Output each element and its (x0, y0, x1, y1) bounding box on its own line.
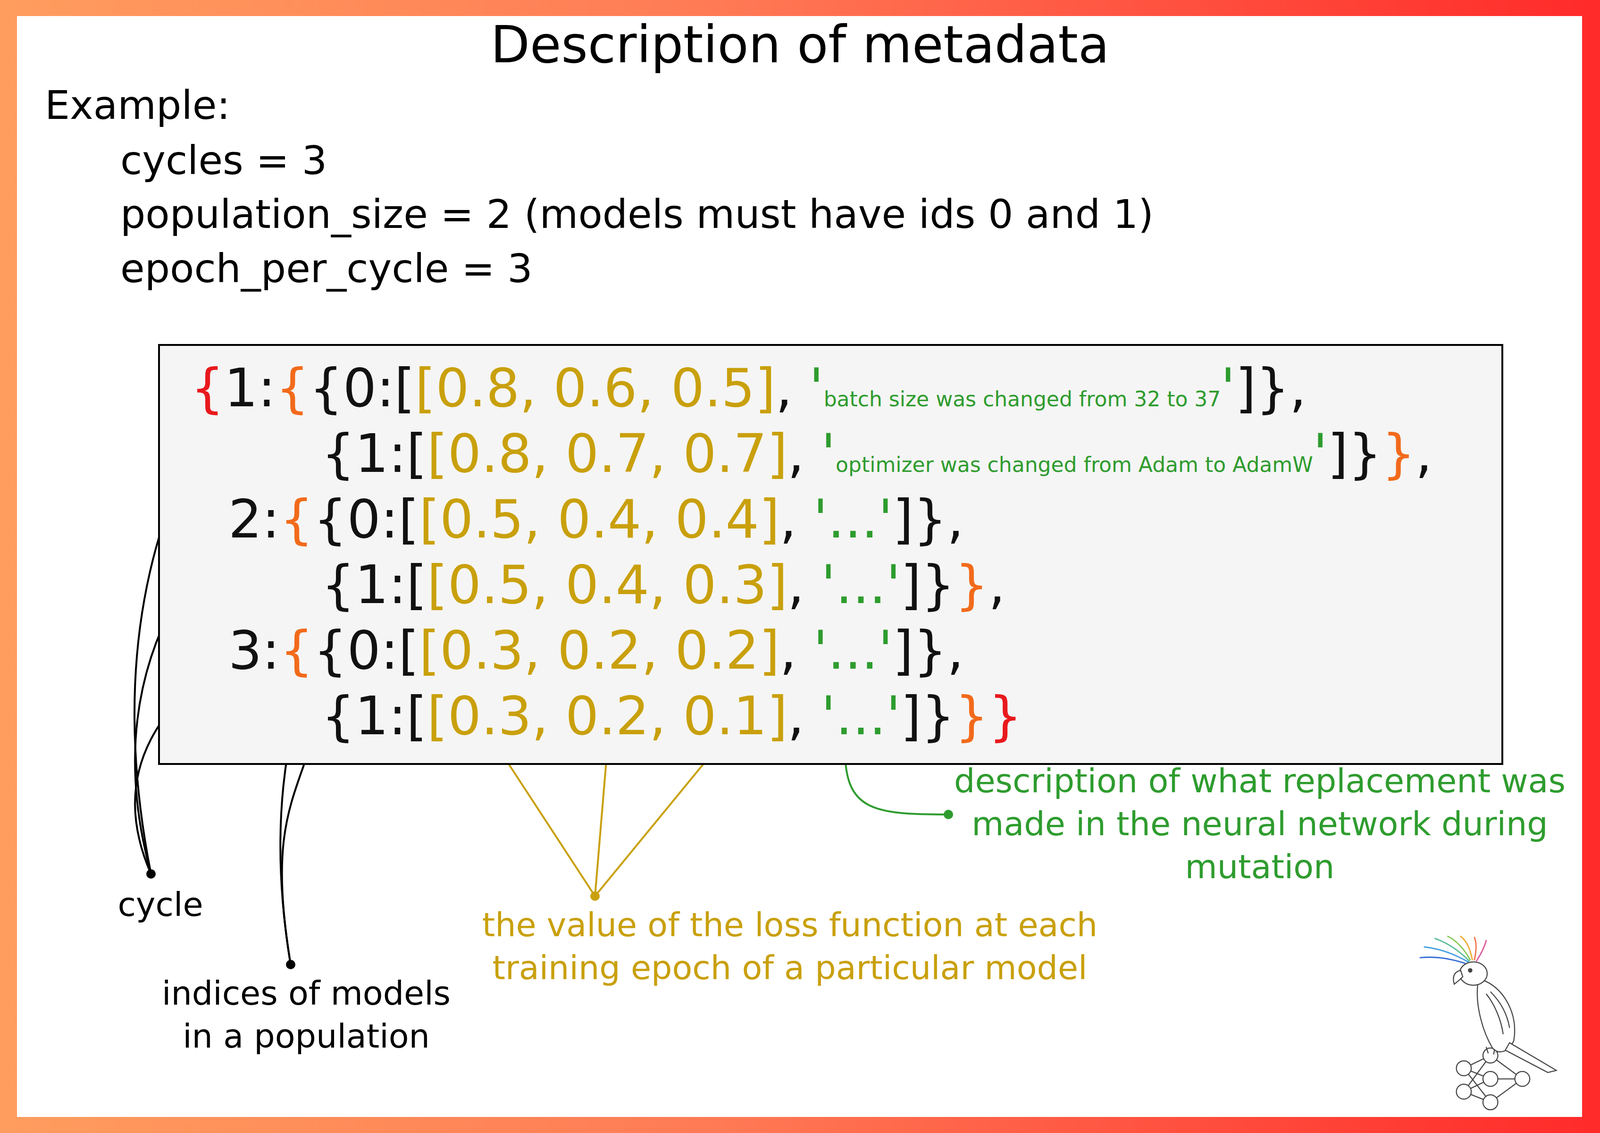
description-text: '...' (820, 553, 901, 616)
crest-feather (1460, 936, 1473, 960)
code-token: {1:[ (321, 553, 428, 616)
cycle-brace: { (279, 488, 314, 550)
description-text: ' (809, 357, 824, 419)
parrot-crest (1420, 936, 1487, 964)
cycle-brace: } (954, 685, 989, 747)
code-token: , (1415, 422, 1433, 485)
leader-dot (285, 959, 296, 970)
loss-values: [0.3, 0.2, 0.1] (427, 685, 788, 747)
code-line: {1:[[0.8, 0.7, 0.7], 'optimizer was chan… (159, 420, 1502, 487)
cycle-brace: } (954, 553, 989, 616)
description-text: '...' (813, 619, 893, 681)
leader-dot (590, 891, 600, 901)
code-token: , (779, 488, 813, 550)
leader-line (499, 749, 595, 897)
loss-values: [0.5, 0.4, 0.4] (418, 488, 780, 550)
net-node (1456, 1060, 1472, 1076)
description-text: ' (1220, 357, 1236, 419)
parrot-logo (1415, 935, 1576, 1111)
parrot-wing (1486, 991, 1510, 1034)
loss-values: [0.3, 0.2, 0.2] (418, 619, 780, 681)
parrot-tail (1505, 1042, 1557, 1073)
code-line: 3:{{0:[[0.3, 0.2, 0.2], '...']}, (159, 617, 1502, 684)
example-heading: Example: (44, 81, 231, 129)
code-token: , (988, 553, 1006, 616)
title: Description of metadata (0, 14, 1600, 76)
cycle-brace: { (279, 619, 314, 681)
code-token: 3: (228, 619, 280, 681)
description-text: ' (820, 422, 836, 485)
parameter-line: population_size = 2 (models must have id… (120, 190, 1154, 238)
outer-brace: } (988, 685, 1022, 747)
cycle-brace: } (1381, 422, 1416, 485)
cycle-brace: { (275, 357, 310, 419)
parrot-torso (1477, 978, 1515, 1052)
description-text: optimizer was changed from Adam to AdamW (835, 452, 1314, 477)
parameter-line: epoch_per_cycle = 3 (120, 244, 533, 293)
net-node (1482, 1071, 1499, 1087)
parrot-eye (1468, 968, 1472, 972)
loss-values: [0.8, 0.7, 0.7] (427, 422, 788, 485)
code-token: ]}, (892, 488, 964, 550)
net-node (1515, 1071, 1531, 1087)
description-text: '...' (813, 488, 893, 550)
code-token: {0:[ (313, 488, 419, 550)
crest-feather (1474, 937, 1476, 960)
code-token: {1:[ (321, 685, 428, 747)
code-box: {1:{{0:[[0.8, 0.6, 0.5], 'batch size was… (158, 343, 1504, 765)
code-token: ]}, (1235, 357, 1307, 419)
parrot-feet (1486, 1047, 1495, 1055)
code-token: ]}, (892, 619, 964, 681)
callout-label: the value of the loss function at each t… (471, 903, 1109, 990)
callout-label: description of what replacement was made… (910, 759, 1600, 889)
code-token: ]} (900, 685, 955, 747)
parrot-beak (1453, 970, 1463, 984)
code-token: , (779, 619, 813, 681)
code-token: {0:[ (313, 619, 419, 681)
code-token: , (787, 553, 821, 616)
net-node (1482, 1094, 1499, 1110)
parameter-line: cycles = 3 (120, 136, 327, 185)
leader-dot (943, 809, 954, 820)
description-text: batch size was changed from 32 to 37 (823, 386, 1222, 411)
code-line: {1:[[0.3, 0.2, 0.1], '...']}}} (159, 683, 1502, 749)
code-line: {1:[[0.5, 0.4, 0.3], '...']}}, (159, 552, 1502, 618)
code-token: ]} (1327, 422, 1382, 485)
parrot-head (1459, 961, 1488, 986)
code-token: {0:[ (309, 357, 416, 419)
code-line: 2:{{0:[[0.5, 0.4, 0.4], '...']}, (159, 486, 1502, 553)
code-token: {1:[ (321, 422, 428, 485)
code-token: , (787, 685, 821, 747)
code-token: , (775, 357, 810, 419)
outer-brace: { (190, 357, 225, 419)
leader-line (594, 749, 608, 897)
leader-dot (146, 869, 156, 879)
callout-label: cycle (66, 883, 255, 927)
loss-values: [0.8, 0.6, 0.5] (414, 357, 776, 419)
description-text: '...' (820, 685, 901, 747)
description-text: ' (1313, 422, 1328, 485)
crest-feather (1448, 936, 1471, 960)
loss-values: [0.5, 0.4, 0.3] (427, 553, 788, 616)
code-token: , (787, 422, 821, 485)
parrot-body (1453, 961, 1557, 1073)
code-token: 2: (228, 488, 280, 550)
code-line: {1:{{0:[[0.8, 0.6, 0.5], 'batch size was… (159, 355, 1502, 421)
leader-line (594, 749, 716, 897)
code-token: ]} (900, 553, 955, 616)
net-node (1456, 1084, 1472, 1100)
callout-label: indices of models in a population (145, 971, 467, 1058)
crest-feather (1476, 940, 1486, 961)
code-token: 1: (224, 357, 276, 419)
